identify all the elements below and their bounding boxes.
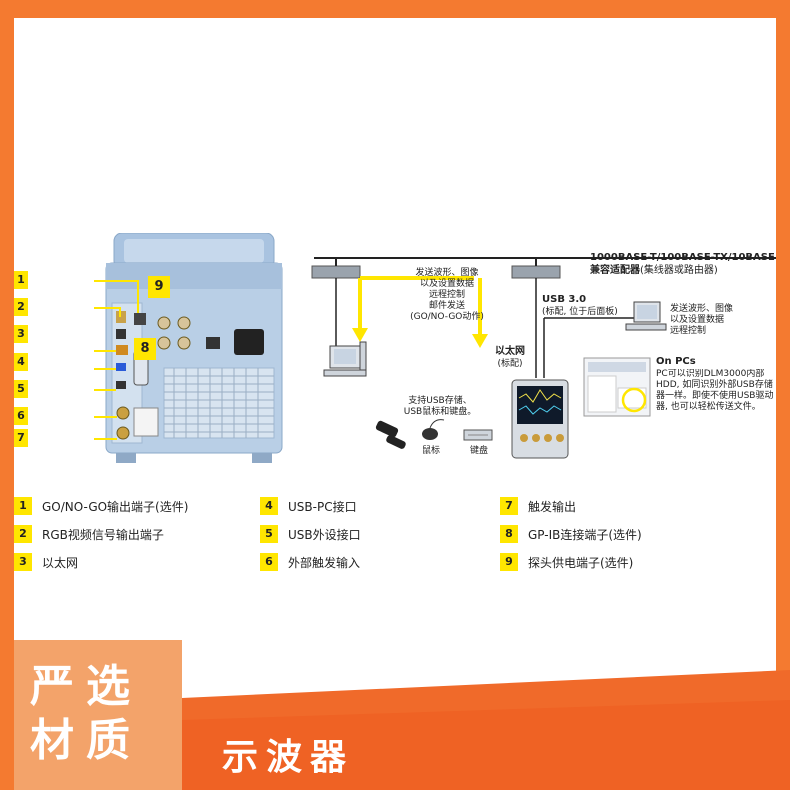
send-text: 发送波形、图像 以及设置数据 远程控制 邮件发送 (GO/NO-GO动作) xyxy=(392,268,502,323)
onpcs-text: PC可以识别DLM3000内部 HDD, 如同识别外部USB存储 器一样。即使不… xyxy=(656,369,774,413)
quality-badge xyxy=(14,640,182,790)
legend-item: 9 探头供电端子(选件) xyxy=(500,552,633,572)
legend-number: 9 xyxy=(500,553,518,571)
legend-item: 6 外部触发输入 xyxy=(260,552,360,572)
legend-number: 2 xyxy=(14,525,32,543)
usb-title: USB 3.0 xyxy=(542,294,587,305)
mouse-label: 鼠标 xyxy=(422,446,441,456)
badge-line: 材质 xyxy=(30,715,142,766)
legend-label: USB外设接口 xyxy=(288,527,361,542)
hub-label-bold: 兼容适配器 xyxy=(590,265,640,276)
banner-background xyxy=(182,670,790,790)
callout-6: 6 xyxy=(14,407,28,425)
legend-item: 3 以太网 xyxy=(14,552,78,572)
ethernet-note: (标配) xyxy=(497,359,523,369)
legend-item: 4 USB-PC接口 xyxy=(260,496,357,516)
legend-label: 探头供电端子(选件) xyxy=(528,555,634,570)
callout-5: 5 xyxy=(14,380,28,398)
instrument-drawing xyxy=(26,232,283,463)
product-name: 示波器 xyxy=(222,737,355,778)
network-drawing xyxy=(311,257,776,459)
legend-item: 7 触发输出 xyxy=(500,496,576,516)
hub-label-note: (集线器或路由器) xyxy=(640,265,718,276)
onpcs-line: PC可以识别DLM3000内部 xyxy=(656,369,765,379)
send-text-line: 邮件发送 xyxy=(428,301,465,311)
onpcs-title: On PCs xyxy=(656,356,696,367)
right-pc-line: 发送波形、图像 xyxy=(670,304,734,314)
usb-support-line: USB鼠标和键盘。 xyxy=(403,407,477,417)
legend-number: 6 xyxy=(260,553,278,571)
right-pc-line: 以及设置数据 xyxy=(670,315,725,325)
legend-number: 4 xyxy=(260,497,278,515)
legend-label: 外部触发输入 xyxy=(288,555,361,570)
promo-banner: 严选 材质 示波器 xyxy=(0,640,790,790)
callout-2: 2 xyxy=(14,298,28,316)
legend-label: USB-PC接口 xyxy=(288,499,357,514)
ethernet-label: 以太网 xyxy=(495,346,525,357)
legend-number: 5 xyxy=(260,525,278,543)
send-text-line: 以及设置数据 xyxy=(419,279,474,289)
legend-item: 8 GP-IB连接端子(选件) xyxy=(500,524,642,544)
onpcs-line: 器一样。即使不使用USB驱动 xyxy=(656,391,774,401)
instrument-rear-panel xyxy=(26,232,294,473)
send-text-line: 发送波形、图像 xyxy=(415,268,479,278)
usb-support-line: 支持USB存储、 xyxy=(408,396,472,406)
hub-label: 兼容适配器(集线器或路由器) xyxy=(590,265,718,277)
legend-label: GO/NO-GO输出端子(选件) xyxy=(42,499,189,514)
usb-note: (标配, 位于后面板) xyxy=(542,307,618,317)
onpcs-line: 器, 也可以轻松传送文件。 xyxy=(656,402,761,412)
network-standard: 1000BASE-T/100BASE-TX/10BASE xyxy=(590,252,775,263)
quality-badge-text: 严选 材质 xyxy=(30,660,170,768)
badge-line: 严选 xyxy=(30,661,142,712)
onpcs-line: HDD, 如同识别外部USB存储 xyxy=(656,380,773,390)
keyboard-label: 键盘 xyxy=(470,446,489,456)
callout-9: 9 xyxy=(148,276,170,298)
legend-number: 7 xyxy=(500,497,518,515)
usb-support-text: 支持USB存储、 USB鼠标和键盘。 xyxy=(390,396,490,418)
legend-number: 3 xyxy=(14,553,32,571)
send-text-line: (GO/NO-GO动作) xyxy=(410,312,484,322)
content-frame: 1 2 3 4 5 6 7 9 8 xyxy=(14,18,776,718)
legend-label: RGB视频信号输出端子 xyxy=(42,527,164,542)
legend-number: 8 xyxy=(500,525,518,543)
callout-7: 7 xyxy=(14,429,28,447)
legend-item: 5 USB外设接口 xyxy=(260,524,361,544)
right-pc-text: 发送波形、图像 以及设置数据 远程控制 xyxy=(670,304,733,337)
send-text-line: 远程控制 xyxy=(428,290,465,300)
callout-3: 3 xyxy=(14,325,28,343)
callout-8: 8 xyxy=(134,338,156,360)
callout-4: 4 xyxy=(14,353,28,371)
right-pc-line: 远程控制 xyxy=(670,326,707,336)
legend-label: 触发输出 xyxy=(528,499,577,514)
legend-label: GP-IB连接端子(选件) xyxy=(528,527,642,542)
legend-item: 1 GO/NO-GO输出端子(选件) xyxy=(14,496,188,516)
legend-number: 1 xyxy=(14,497,32,515)
legend-label: 以太网 xyxy=(42,555,79,570)
legend-item: 2 RGB视频信号输出端子 xyxy=(14,524,164,544)
port-legend: 1 GO/NO-GO输出端子(选件) 2 RGB视频信号输出端子 3 以太网 4… xyxy=(14,496,776,586)
network-diagram: 1000BASE-T/100BASE-TX/10BASE 兼容适配器(集线器或路… xyxy=(304,238,776,468)
callout-1: 1 xyxy=(14,271,28,289)
